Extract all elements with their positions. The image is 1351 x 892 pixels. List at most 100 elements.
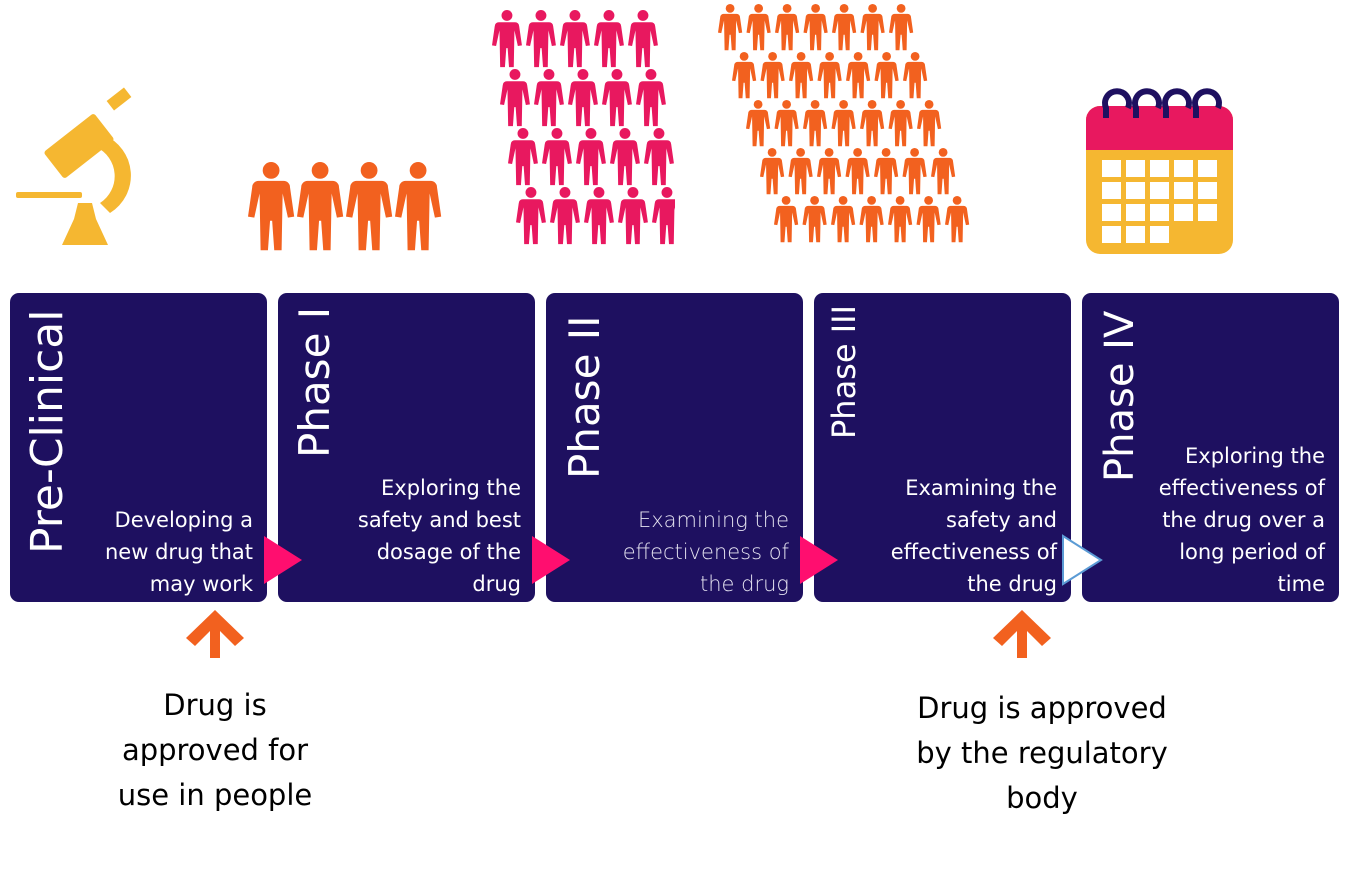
person-icon — [652, 187, 675, 245]
person-icon — [788, 148, 813, 195]
person-icon — [644, 128, 674, 186]
phase-description: Examining the effectiveness of the drug — [622, 508, 789, 596]
person-icon — [789, 52, 814, 99]
person-icon — [718, 4, 743, 51]
person-icon — [774, 196, 799, 243]
connector-arrow-icon — [1062, 534, 1103, 586]
person-icon — [628, 10, 658, 68]
person-icon — [576, 128, 606, 186]
medium-group-people-icon — [492, 10, 675, 245]
person-icon — [746, 100, 771, 147]
up-arrow-icon — [186, 610, 244, 658]
calendar-day-cell — [1150, 204, 1169, 221]
connector-arrow-icon — [800, 536, 838, 584]
person-icon — [845, 148, 870, 195]
person-icon — [831, 100, 856, 147]
approval-note-regulatory: Drug is approved by the regulatory body — [916, 691, 1168, 815]
person-icon — [760, 52, 785, 99]
person-icon — [931, 148, 956, 195]
person-icon — [831, 196, 856, 243]
person-icon — [534, 69, 564, 127]
person-icon — [602, 69, 632, 127]
phase-description: Exploring the safety and best dosage of … — [357, 476, 521, 596]
large-group-people-icon — [718, 4, 970, 243]
person-icon — [516, 187, 546, 245]
person-icon — [526, 10, 556, 68]
person-icon — [550, 187, 580, 245]
person-icon — [500, 69, 530, 127]
person-icon — [917, 100, 942, 147]
calendar-day-cell — [1150, 160, 1169, 177]
person-icon — [817, 52, 842, 99]
phase-title: Phase III — [825, 304, 863, 439]
calendar-day-cell — [1126, 226, 1145, 243]
phase-title: Pre-Clinical — [22, 309, 73, 555]
calendar-day-cell — [1198, 182, 1217, 199]
calendar-day-cell — [1102, 160, 1121, 177]
person-icon — [508, 128, 538, 186]
calendar-day-cell — [1126, 182, 1145, 199]
person-icon — [945, 196, 970, 243]
person-icon — [774, 100, 799, 147]
person-icon — [888, 100, 913, 147]
person-icon — [902, 148, 927, 195]
person-icon — [860, 100, 885, 147]
microscope-icon — [16, 87, 132, 245]
person-icon — [832, 4, 857, 51]
calendar-day-cell — [1126, 204, 1145, 221]
calendar-day-cell — [1102, 182, 1121, 199]
person-icon — [610, 128, 640, 186]
small-group-people-icon — [248, 162, 442, 251]
person-icon — [775, 4, 800, 51]
calendar-day-cell — [1126, 160, 1145, 177]
calendar-day-cell — [1198, 204, 1217, 221]
person-icon — [636, 69, 666, 127]
person-icon — [817, 148, 842, 195]
person-icon — [746, 4, 771, 51]
person-icon — [760, 148, 785, 195]
person-icon — [874, 148, 899, 195]
person-icon — [732, 52, 757, 99]
phase-title: Phase II — [560, 315, 609, 479]
calendar-icon — [1086, 88, 1233, 254]
person-icon — [803, 100, 828, 147]
calendar-day-cell — [1174, 204, 1193, 221]
phase-card-preclinical: Pre-Clinical Developing a new drug that … — [10, 293, 267, 602]
person-icon — [346, 162, 393, 251]
person-icon — [248, 162, 295, 251]
phase-card-phase-2: Phase II Examining the effectiveness of … — [546, 293, 803, 602]
person-icon — [542, 128, 572, 186]
phase-description: Examining the safety and effectiveness o… — [890, 476, 1057, 596]
phase-card-phase-4: Phase IV Exploring the effectiveness of … — [1082, 293, 1339, 602]
calendar-day-cell — [1150, 226, 1169, 243]
phase-description: Exploring the effectiveness of the drug … — [1158, 444, 1325, 596]
person-icon — [916, 196, 941, 243]
person-icon — [889, 4, 914, 51]
person-icon — [803, 4, 828, 51]
person-icon — [594, 10, 624, 68]
phase-title: Phase I — [290, 306, 339, 458]
connector-arrow-icon — [532, 536, 570, 584]
phase-card-phase-1: Phase I Exploring the safety and best do… — [278, 293, 535, 602]
person-icon — [492, 10, 522, 68]
person-icon — [297, 162, 344, 251]
person-icon — [584, 187, 614, 245]
person-icon — [618, 187, 648, 245]
calendar-day-cell — [1102, 204, 1121, 221]
person-icon — [560, 10, 590, 68]
calendar-day-cell — [1150, 182, 1169, 199]
person-icon — [395, 162, 442, 251]
person-icon — [888, 196, 913, 243]
calendar-day-cell — [1174, 182, 1193, 199]
phase-title: Phase IV — [1097, 310, 1143, 482]
person-icon — [859, 196, 884, 243]
connector-arrow-icon — [264, 536, 302, 584]
calendar-day-cell — [1174, 160, 1193, 177]
up-arrow-icon — [993, 610, 1051, 658]
person-icon — [860, 4, 885, 51]
person-icon — [802, 196, 827, 243]
phase-card-phase-3: Phase III Examining the safety and effec… — [814, 293, 1071, 602]
calendar-day-cell — [1198, 160, 1217, 177]
person-icon — [846, 52, 871, 99]
phase-description: Developing a new drug that may work — [104, 508, 253, 596]
